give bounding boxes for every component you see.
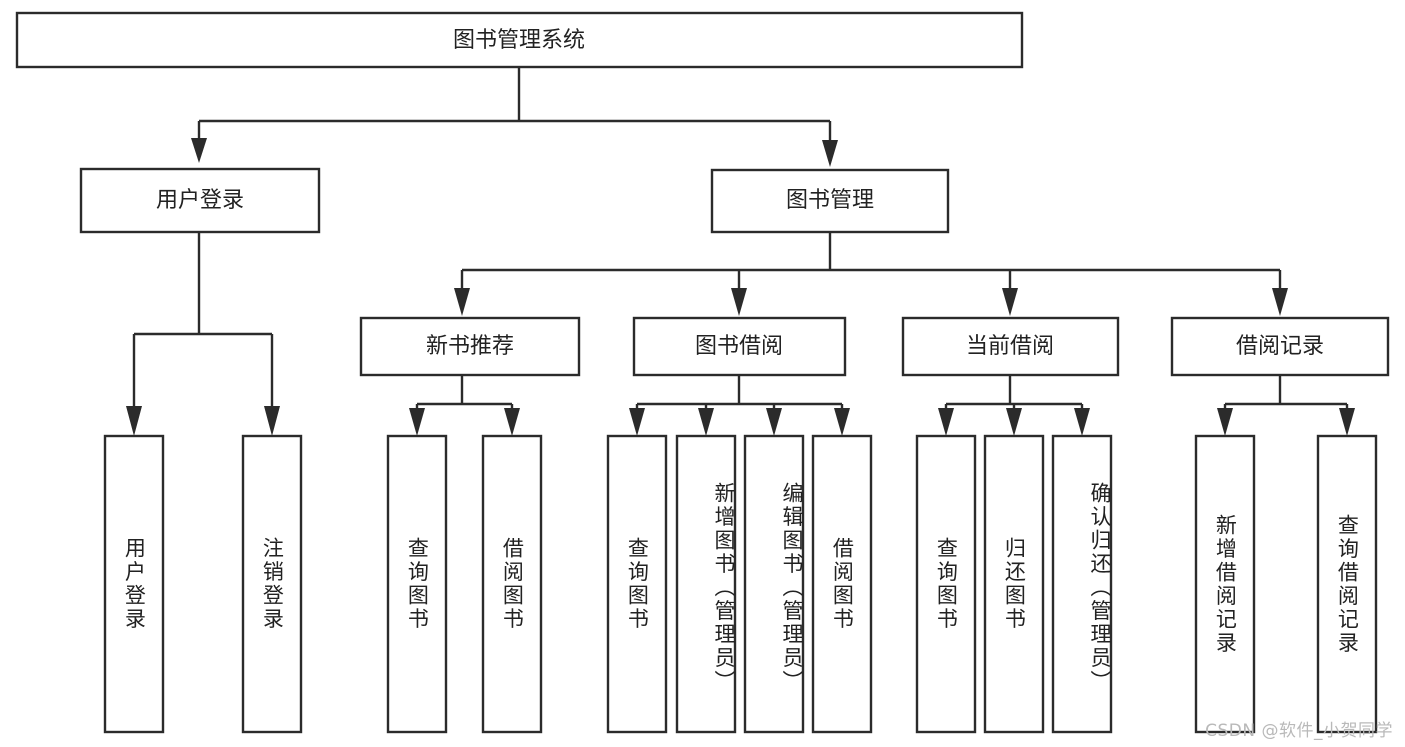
node-book-management[interactable]: 图书管理 <box>710 168 950 234</box>
leaf-box-book-borrow-0[interactable] <box>606 434 668 734</box>
leaf-box-new-book-0[interactable] <box>386 434 448 734</box>
connector-group-book-borrow <box>629 375 850 436</box>
arrow-currentborrow-to-leaf-1 <box>1006 408 1022 436</box>
node-borrow-records-label: 借阅记录 <box>1236 334 1324 359</box>
csdn-watermark: CSDN @软件_小贺同学 <box>1205 721 1393 741</box>
node-book-management-box[interactable] <box>710 168 950 234</box>
arrow-root-to-book-mgmt <box>822 140 838 167</box>
leaf-box-book-borrow-3[interactable] <box>811 434 873 734</box>
node-book-borrow[interactable]: 图书借阅 <box>632 316 847 377</box>
arrow-bookborrow-to-leaf-2 <box>766 408 782 436</box>
leaf-box-borrow-records-0[interactable] <box>1194 434 1256 734</box>
arrow-bookmgmt-to-current <box>1002 288 1018 316</box>
arrow-bookmgmt-to-borrow <box>731 288 747 316</box>
node-current-borrow-label: 当前借阅 <box>966 334 1054 359</box>
node-book-management-label: 图书管理 <box>786 188 874 213</box>
arrow-newbook-to-leaf-0 <box>409 408 425 436</box>
node-new-book-recommend-box[interactable] <box>359 316 581 377</box>
leaf-box-user-login-1[interactable] <box>241 434 303 734</box>
node-root-box[interactable] <box>15 11 1024 69</box>
leaf-box-current-borrow-0[interactable] <box>915 434 977 734</box>
leaf-boxes-group <box>103 434 1378 734</box>
connector-group-user-login <box>126 232 280 436</box>
connector-group-borrow-records <box>1217 375 1355 436</box>
node-user-login-box[interactable] <box>79 167 321 234</box>
leaf-box-book-borrow-1[interactable] <box>675 434 737 734</box>
leaf-box-current-borrow-2[interactable] <box>1051 434 1113 734</box>
connector-group-new-book <box>409 375 520 436</box>
arrow-root-to-user-login <box>191 138 207 163</box>
connector-group-book-mgmt <box>454 232 1288 316</box>
leaf-box-borrow-records-1[interactable] <box>1316 434 1378 734</box>
node-user-login-label: 用户登录 <box>156 188 244 213</box>
leaf-box-current-borrow-1[interactable] <box>983 434 1045 734</box>
arrow-bookborrow-to-leaf-0 <box>629 408 645 436</box>
arrow-bookborrow-to-leaf-1 <box>698 408 714 436</box>
leaf-box-book-borrow-2[interactable] <box>743 434 805 734</box>
connector-group-current-borrow <box>938 375 1090 436</box>
arrow-borrowrecords-to-leaf-1 <box>1339 408 1355 436</box>
arrow-bookmgmt-to-records <box>1272 288 1288 316</box>
arrow-userlogin-to-leaf-1 <box>264 406 280 436</box>
arrow-currentborrow-to-leaf-0 <box>938 408 954 436</box>
node-current-borrow[interactable]: 当前借阅 <box>901 316 1120 377</box>
arrow-userlogin-to-leaf-0 <box>126 406 142 436</box>
node-root-label: 图书管理系统 <box>453 28 585 53</box>
node-borrow-records-box[interactable] <box>1170 316 1390 377</box>
arrow-currentborrow-to-leaf-2 <box>1074 408 1090 436</box>
leaf-box-new-book-1[interactable] <box>481 434 543 734</box>
node-root[interactable]: 图书管理系统 <box>15 11 1024 69</box>
node-current-borrow-box[interactable] <box>901 316 1120 377</box>
arrow-bookmgmt-to-new <box>454 288 470 316</box>
arrow-newbook-to-leaf-1 <box>504 408 520 436</box>
node-user-login[interactable]: 用户登录 <box>79 167 321 234</box>
node-borrow-records[interactable]: 借阅记录 <box>1170 316 1390 377</box>
node-new-book-recommend-label: 新书推荐 <box>426 334 514 359</box>
connector-group-root <box>191 67 838 167</box>
leaf-box-user-login-0[interactable] <box>103 434 165 734</box>
node-book-borrow-box[interactable] <box>632 316 847 377</box>
arrow-bookborrow-to-leaf-3 <box>834 408 850 436</box>
node-new-book-recommend[interactable]: 新书推荐 <box>359 316 581 377</box>
node-book-borrow-label: 图书借阅 <box>695 334 783 359</box>
arrow-borrowrecords-to-leaf-0 <box>1217 408 1233 436</box>
